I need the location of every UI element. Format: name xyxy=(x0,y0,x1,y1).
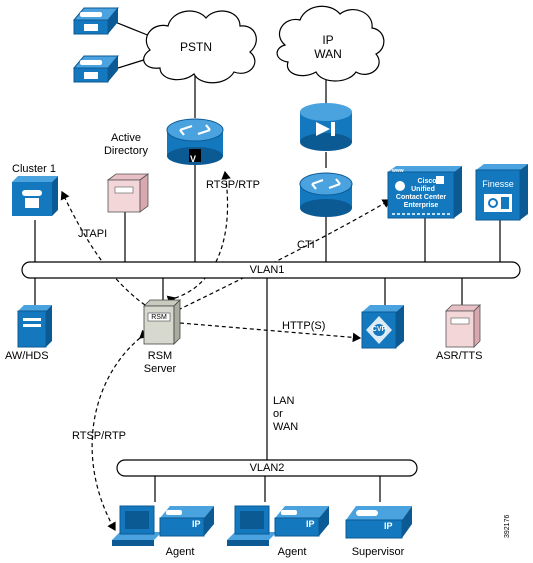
asr-tts-server-icon xyxy=(445,304,481,348)
pstn-cloud xyxy=(143,10,257,84)
cisco-ucce-server-icon xyxy=(387,166,462,219)
agent-1-ip-badge: IP xyxy=(192,519,201,529)
agent-1-workstation-icon xyxy=(112,505,214,546)
jtapi-link xyxy=(60,190,154,314)
cisco-ucce-line3: Contact Center xyxy=(395,194,447,201)
agent-1-label: Agent xyxy=(165,546,195,558)
cvp-badge: CVP xyxy=(371,326,387,333)
vlan1-bar xyxy=(21,261,521,279)
figure-id: 392176 xyxy=(504,514,511,538)
https-link xyxy=(172,317,362,343)
rsm-server-icon xyxy=(143,299,181,345)
cluster-1-phone-server-icon xyxy=(12,176,58,216)
lan-wan-label-line3: WAN xyxy=(273,421,299,433)
active-directory-label-line1: Active xyxy=(111,132,141,144)
cti-label: CTI xyxy=(297,239,315,251)
ip-wan-cloud xyxy=(276,5,385,82)
ip-wan-label-line2: WAN xyxy=(314,47,342,61)
wan-router-icon xyxy=(299,172,353,217)
cvp-server-icon xyxy=(361,305,404,349)
active-directory-label-line2: Directory xyxy=(103,145,148,157)
cisco-ucce-line2: Unified xyxy=(411,186,435,193)
active-directory-server-icon xyxy=(106,173,150,213)
lan-wan-label-line1: LAN xyxy=(273,395,295,407)
agent-2-ip-badge: IP xyxy=(306,519,315,529)
https-label: HTTP(S) xyxy=(282,320,326,332)
cisco-ucce-line4: Enterprise xyxy=(403,202,439,209)
pstn-phone-icon-2 xyxy=(72,55,120,83)
finesse-label: Finesse xyxy=(482,179,514,189)
cisco-ucce-www: www xyxy=(392,168,404,174)
rtsp-rtp-bottom-label: RTSP/RTP xyxy=(72,430,126,442)
dashed-links xyxy=(60,170,392,532)
agent-2-label: Agent xyxy=(277,546,307,558)
aw-hds-label: AW/HDS xyxy=(5,350,49,362)
cti-link xyxy=(169,199,392,318)
rtsp-rtp-bottom-link xyxy=(91,329,149,532)
supervisor-ip-badge: IP xyxy=(384,521,393,531)
gateway-badge: V xyxy=(190,154,197,164)
vlan1-label: VLAN1 xyxy=(249,264,285,276)
supervisor-label: Supervisor xyxy=(351,546,405,558)
ip-wan-label-line1: IP xyxy=(322,33,334,47)
vlan2-label: VLAN2 xyxy=(249,462,285,474)
supervisor-ip-phone-icon xyxy=(345,506,412,539)
lan-wan-label-line2: or xyxy=(273,408,283,420)
wan-vpn-device-icon xyxy=(300,103,352,151)
pstn-phone-icon-1 xyxy=(72,7,120,35)
rsm-server-label-line1: RSM xyxy=(147,350,173,362)
voice-gateway-router-icon xyxy=(166,118,224,165)
rtsp-rtp-top-label: RTSP/RTP xyxy=(206,179,260,191)
pstn-label: PSTN xyxy=(179,40,212,54)
finesse-server-icon xyxy=(475,164,528,221)
rsm-server-label-line2: Server xyxy=(143,363,177,375)
agent-2-workstation-icon xyxy=(227,505,329,546)
cisco-ucce-line1: Cisco xyxy=(417,178,437,185)
asr-tts-label: ASR/TTS xyxy=(436,350,483,362)
rsm-badge: RSM xyxy=(151,314,167,321)
vlan2-bar xyxy=(116,459,418,477)
jtapi-label: JTAPI xyxy=(78,228,108,240)
aw-hds-server-icon xyxy=(17,305,52,348)
cluster-1-label: Cluster 1 xyxy=(12,163,57,175)
